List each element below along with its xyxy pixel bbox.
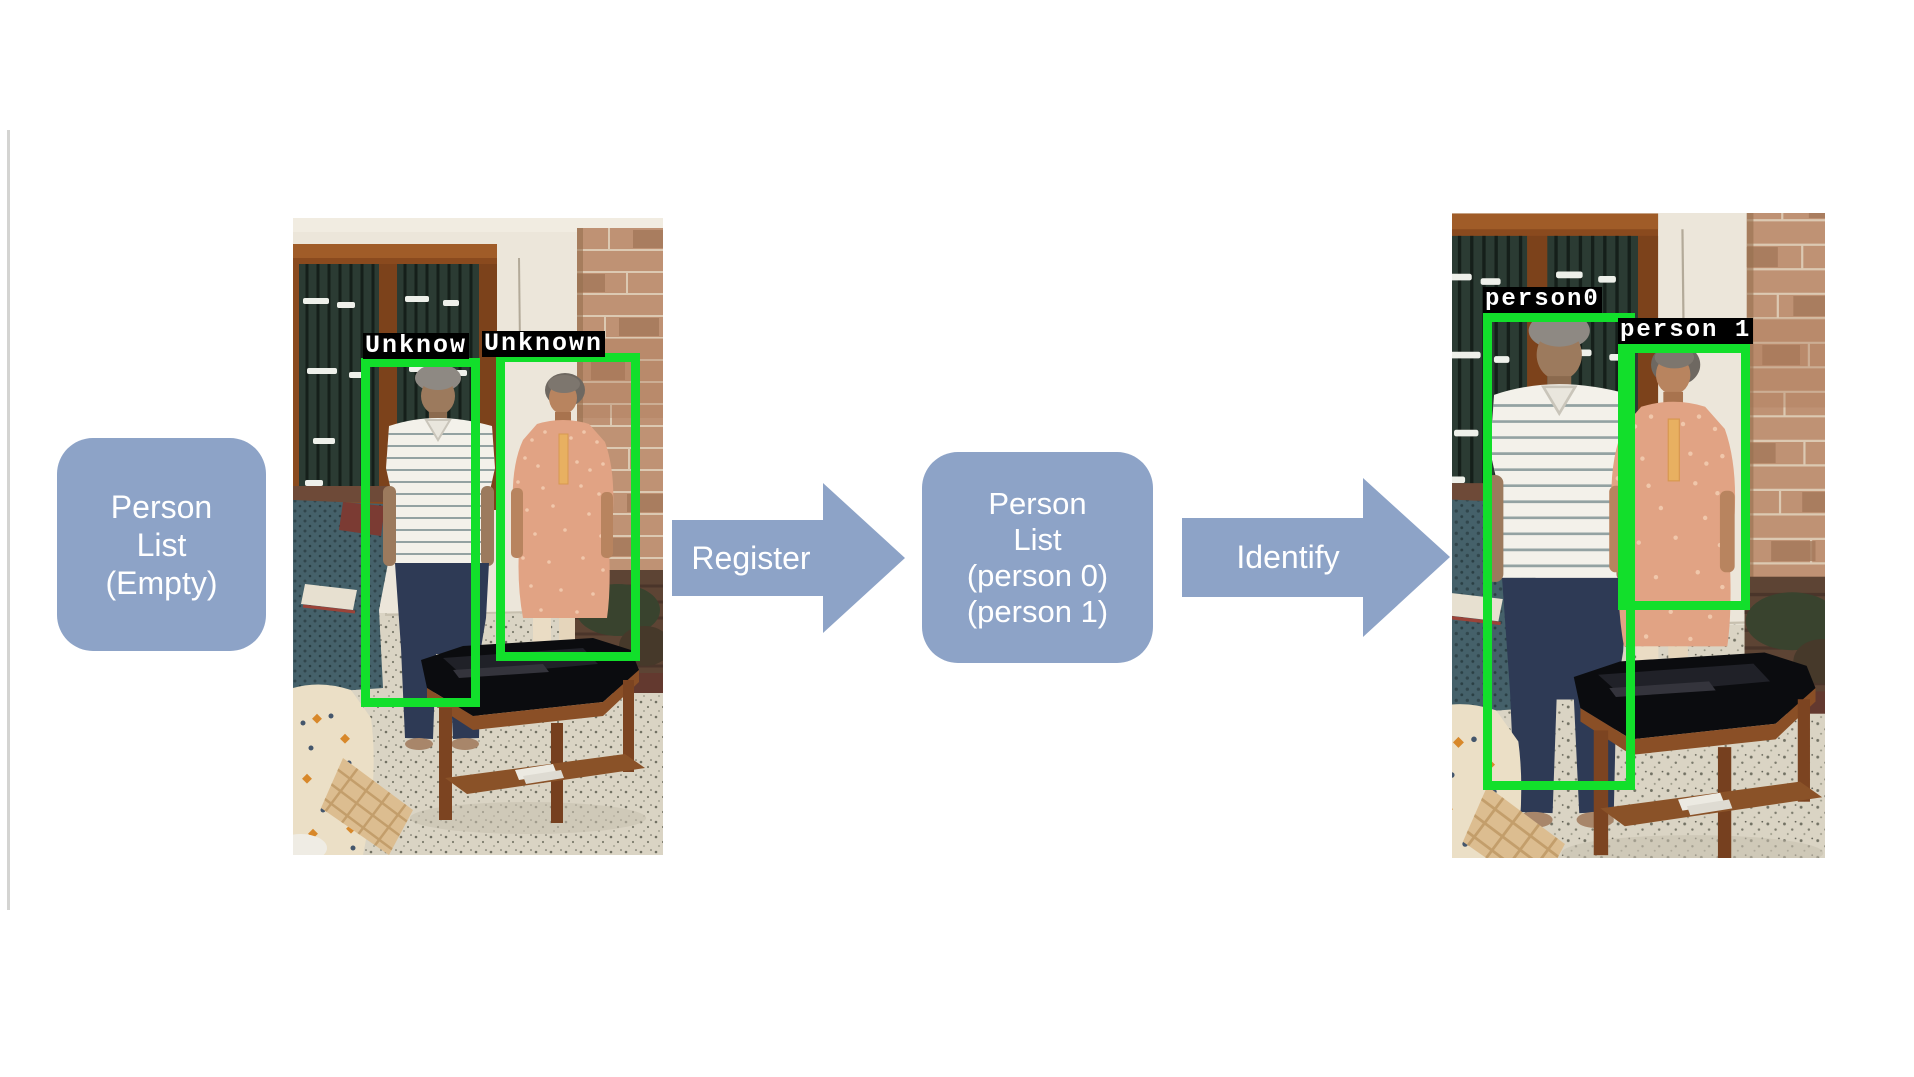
identify-arrow-label: Identify [1236,539,1340,575]
right-block-arrow-icon [1182,478,1450,637]
bounding-box-woman [496,353,640,661]
node-line: (person 0) [966,557,1109,593]
register-arrow-label: Register [691,539,811,576]
detection-photo-before: Unknow Unknown [293,218,663,855]
node-line: (person 1) [966,593,1109,629]
person-list-empty-node: Person List (Empty) [57,438,266,651]
detection-label: Unknow [363,331,470,360]
right-block-arrow-icon [672,483,905,633]
bounding-box-person0 [1483,313,1635,790]
node-line: List [136,526,187,563]
slide-left-edge-line [7,130,10,910]
node-line: (Empty) [105,564,218,601]
bounding-box-man [361,358,480,707]
detection-photo-after: person0 person 1 [1452,213,1825,858]
register-arrow: Register [672,483,905,633]
detection-label: person 1 [1618,317,1754,344]
person-list-registered-node: Person List (person 0) (person 1) [922,452,1153,663]
node-line: Person [110,488,213,525]
identify-arrow: Identify [1182,478,1450,637]
detection-label: person0 [1483,286,1602,313]
node-line: List [1013,521,1062,557]
node-line: Person [988,485,1087,521]
detection-label: Unknown [482,329,606,358]
bounding-box-person1 [1618,344,1750,610]
